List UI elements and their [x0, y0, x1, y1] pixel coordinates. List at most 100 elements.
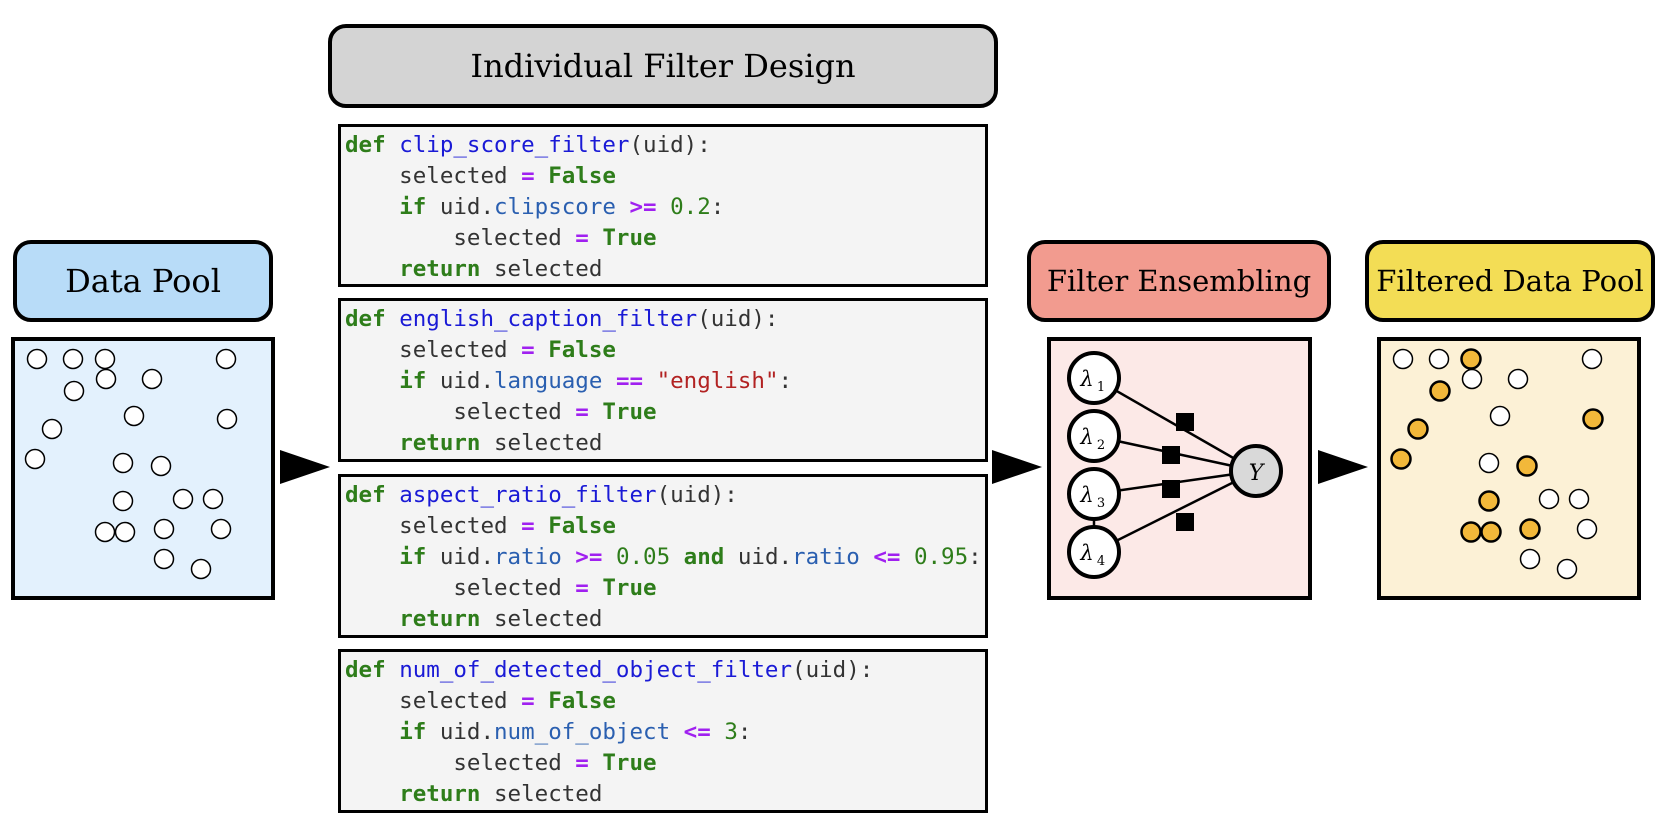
- lambda-node-1: λ 1: [1067, 351, 1121, 405]
- arrow-filters-to-ensemble: [992, 450, 1042, 484]
- code-token: 0.95: [913, 544, 969, 570]
- code-token: (uid):: [792, 657, 874, 683]
- filtered-pool-header: Filtered Data Pool: [1365, 240, 1655, 322]
- ensembling-title: Filter Ensembling: [1046, 264, 1312, 298]
- data-pool-header: Data Pool: [13, 240, 273, 322]
- data-point: [150, 455, 172, 477]
- code-lines: def num_of_detected_object_filter(uid): …: [345, 655, 985, 810]
- filter-design-title: Individual Filter Design: [470, 47, 856, 85]
- code-token: [535, 337, 549, 363]
- code-line: return selected: [345, 428, 985, 459]
- code-token: =: [575, 225, 589, 251]
- code-token: selected: [345, 399, 576, 425]
- code-token: clip_score_filter: [399, 132, 630, 158]
- input-nodes: λ 1 λ 2 λ 3 λ 4: [1067, 351, 1121, 579]
- output-symbol: Y: [1249, 461, 1266, 486]
- data-point: [112, 452, 134, 474]
- code-token: and: [683, 544, 725, 570]
- code-token: <=: [683, 719, 711, 745]
- filtered-data-point: [1581, 348, 1603, 370]
- code-token: [589, 575, 603, 601]
- code-token: selected: [345, 575, 576, 601]
- factor-1: [1176, 413, 1194, 431]
- code-token: 0.2: [670, 194, 711, 220]
- filtered-data-point: [1480, 521, 1502, 543]
- data-point: [210, 518, 232, 540]
- code-token: uid.: [426, 368, 495, 394]
- data-point: [153, 548, 175, 570]
- code-token: num_of_object: [494, 719, 671, 745]
- code-token: clipscore: [494, 194, 616, 220]
- filtered-data-point: [1460, 521, 1482, 543]
- code-token: selected: [480, 781, 603, 807]
- factor-4: [1176, 513, 1194, 531]
- filtered-data-point: [1516, 455, 1538, 477]
- filtered-data-point: [1582, 408, 1604, 430]
- code-token: (uid):: [629, 132, 711, 158]
- code-token: >=: [575, 544, 603, 570]
- code-line: def english_caption_filter(uid):: [345, 304, 985, 335]
- code-token: >=: [629, 194, 657, 220]
- code-token: <=: [873, 544, 901, 570]
- code-token: selected: [480, 256, 603, 282]
- filtered-data-point: [1428, 348, 1450, 370]
- code-line: if uid.num_of_object <= 3:: [345, 717, 985, 748]
- code-token: True: [602, 575, 657, 601]
- code-token: [345, 368, 399, 394]
- code-token: 3: [724, 719, 738, 745]
- data-point: [215, 348, 237, 370]
- code-token: :: [968, 544, 982, 570]
- code-line: def aspect_ratio_filter(uid):: [345, 480, 985, 511]
- code-token: [345, 781, 399, 807]
- code-token: [535, 163, 549, 189]
- code-line: if uid.clipscore >= 0.2:: [345, 192, 985, 223]
- code-token: [386, 306, 400, 332]
- lambda-symbol: λ: [1079, 483, 1093, 507]
- code-token: True: [602, 399, 657, 425]
- code-token: def: [345, 657, 386, 683]
- code-token: [345, 606, 399, 632]
- data-point: [172, 488, 194, 510]
- lambda-symbol: λ: [1079, 541, 1093, 565]
- code-block-clip-score: def clip_score_filter(uid): selected = F…: [338, 124, 988, 287]
- code-token: False: [548, 337, 616, 363]
- code-token: ratio: [494, 544, 562, 570]
- code-token: [535, 688, 549, 714]
- filtered-pool-title: Filtered Data Pool: [1376, 264, 1644, 298]
- data-point: [41, 418, 63, 440]
- code-token: uid.: [724, 544, 793, 570]
- code-token: if: [399, 719, 427, 745]
- filtered-data-point: [1460, 348, 1482, 370]
- code-token: return: [399, 430, 481, 456]
- code-token: selected: [345, 688, 522, 714]
- lambda-symbol: λ: [1079, 425, 1093, 449]
- code-token: if: [399, 368, 427, 394]
- code-line: return selected: [345, 604, 985, 635]
- data-point: [216, 408, 238, 430]
- edge-1: [1093, 376, 1257, 473]
- data-point: [95, 368, 117, 390]
- data-pool-title: Data Pool: [65, 262, 221, 300]
- code-token: [602, 368, 616, 394]
- code-token: [589, 225, 603, 251]
- filtered-data-point: [1576, 518, 1598, 540]
- filtered-data-point: [1568, 488, 1590, 510]
- code-line: if uid.ratio >= 0.05 and uid.ratio <= 0.…: [345, 542, 985, 573]
- code-token: [589, 750, 603, 776]
- filtered-data-point: [1478, 452, 1500, 474]
- code-token: True: [602, 225, 657, 251]
- code-token: 0.05: [615, 544, 671, 570]
- code-token: [386, 657, 400, 683]
- code-token: =: [575, 399, 589, 425]
- code-line: def num_of_detected_object_filter(uid):: [345, 655, 985, 686]
- code-token: =: [521, 163, 535, 189]
- data-point: [63, 380, 85, 402]
- lambda-subscript: 3: [1097, 496, 1105, 511]
- data-point: [62, 348, 84, 370]
- code-line: selected = False: [345, 686, 985, 717]
- data-point: [114, 521, 136, 543]
- filtered-data-point: [1538, 488, 1560, 510]
- code-token: if: [399, 194, 427, 220]
- code-line: selected = False: [345, 511, 985, 542]
- data-point: [94, 521, 116, 543]
